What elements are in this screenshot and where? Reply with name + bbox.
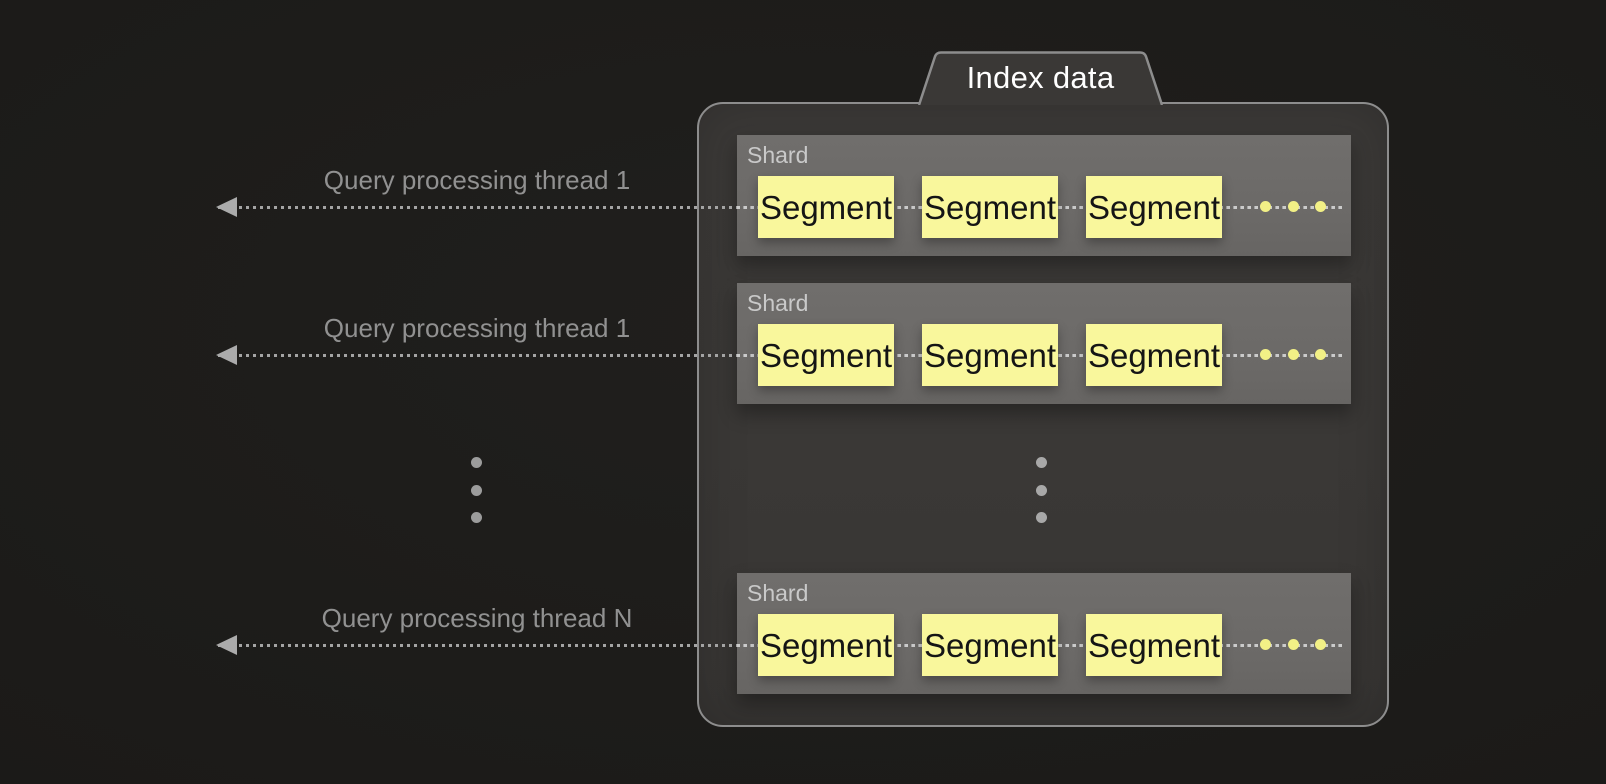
query-thread-label: Query processing thread N xyxy=(321,603,633,633)
index-data-panel xyxy=(697,102,1389,727)
more-threads-ellipsis-icon xyxy=(471,457,483,523)
query-thread-label: Query processing thread 1 xyxy=(323,313,631,343)
query-thread-label: Query processing thread 1 xyxy=(323,165,631,195)
arrow-left-icon xyxy=(216,197,237,217)
arrow-left-icon xyxy=(216,345,237,365)
more-shards-ellipsis-icon xyxy=(1036,457,1048,523)
index-data-tab-label: Index data xyxy=(966,60,1115,95)
index-data-tab xyxy=(918,51,1163,105)
arrow-left-icon xyxy=(216,635,237,655)
